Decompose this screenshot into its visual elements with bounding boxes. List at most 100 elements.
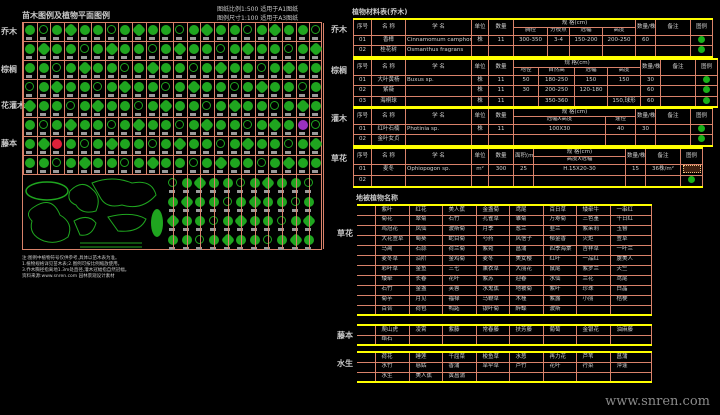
symbol-label <box>285 170 292 173</box>
header-cell: 学 名 <box>405 147 472 165</box>
plant-symbol-grid <box>22 22 324 250</box>
plant-symbol <box>256 44 267 54</box>
symbol-label <box>203 113 210 116</box>
table-cell <box>547 45 570 57</box>
plant-symbol <box>132 22 147 38</box>
plant-name-cell: 月见 <box>408 294 443 306</box>
plant-symbol <box>25 139 35 149</box>
plant-symbol <box>52 63 62 72</box>
table-cell: 香樟 <box>371 34 406 46</box>
table-row: 菊花翠菊石竹孔雀草雏菊万寿菊三色堇千日红 <box>357 214 652 226</box>
plant-symbol <box>309 41 324 57</box>
symbol-label <box>121 132 128 135</box>
plant-symbol <box>295 98 310 114</box>
table-row: 水竹慈姑香蒲旱伞草芦竹花叶荇菜萍蓬 <box>357 361 652 373</box>
table-cell <box>655 123 692 135</box>
plant-symbol <box>38 101 49 111</box>
header-cell: 数量 <box>488 18 514 36</box>
header-cell: 规 格(cm) <box>512 18 637 28</box>
grass-hatch-icon <box>682 164 701 173</box>
table-cell <box>655 45 692 57</box>
plant-symbol <box>202 63 213 73</box>
symbol-label <box>223 247 230 250</box>
table-cell: 150 <box>574 74 608 86</box>
symbol-label <box>80 170 87 173</box>
table-side-label: 乔木 <box>331 25 347 34</box>
plant-name-cell: 郁金香 <box>542 234 577 246</box>
table-cell: 60 <box>640 85 662 97</box>
plant-name-cell: 水生 <box>374 371 410 383</box>
plant-symbol <box>186 79 201 95</box>
table-cell <box>645 175 681 187</box>
table-cell <box>488 45 514 57</box>
symbol-label <box>237 190 244 193</box>
plant-name-cell <box>542 371 577 383</box>
symbol-label <box>189 170 196 173</box>
plant-symbol <box>284 139 294 148</box>
symbol-label <box>121 37 128 40</box>
table-cell <box>635 134 657 146</box>
plant-symbol <box>215 139 225 148</box>
symbol-label <box>298 132 305 135</box>
plant-name-cell: 千日红 <box>609 214 652 226</box>
header-cell: 单位 <box>471 107 489 125</box>
plant-name-cell: 吉祥草 <box>575 244 611 256</box>
plant-symbol <box>202 158 213 168</box>
symbol-label <box>121 170 128 173</box>
subheader-cell: 高度 <box>606 66 642 76</box>
symbol-label <box>148 94 155 97</box>
plant-symbol <box>208 216 218 225</box>
table-cell <box>488 134 514 146</box>
symbol-label <box>250 247 257 250</box>
plant-symbol <box>77 155 92 171</box>
plant-symbol <box>284 120 295 130</box>
symbol-label <box>135 113 142 116</box>
plant-symbol <box>79 82 90 92</box>
symbol-label <box>216 75 223 78</box>
symbol-label <box>216 151 223 154</box>
plant-symbol <box>120 25 131 35</box>
plant-symbol <box>38 158 49 168</box>
plant-symbol <box>297 120 308 130</box>
plant-symbol <box>38 63 49 73</box>
plant-symbol <box>215 120 226 130</box>
symbol-label <box>189 151 196 154</box>
plant-symbol <box>188 139 199 149</box>
plant-symbol <box>79 25 90 35</box>
table-row: 紫叶红花美人蕉金盏菊鸢尾百日草矮牵牛一串红 <box>357 204 652 216</box>
plant-name-cell: 一叶兰 <box>609 244 652 256</box>
plant-name-cell: 鸢尾 <box>609 274 652 286</box>
symbol-label <box>285 151 292 154</box>
plant-name-cell: 马蔺 <box>374 244 410 256</box>
symbol-label <box>230 132 237 135</box>
plant-symbol <box>147 82 158 92</box>
plant-symbol <box>36 136 51 152</box>
header-cell: 图例 <box>690 18 714 36</box>
symbol-label <box>230 170 237 173</box>
table-row: 络石 <box>357 334 652 346</box>
symbol-label <box>209 247 216 250</box>
table-cell: 金叶女贞 <box>371 134 406 146</box>
plant-name-cell <box>575 334 611 346</box>
symbol-label <box>244 94 251 97</box>
plant-symbol <box>161 120 172 130</box>
symbol-label <box>121 113 128 116</box>
symbol-label <box>162 151 169 154</box>
plant-symbol <box>134 139 145 149</box>
plant-symbol <box>243 120 253 129</box>
plant-symbol <box>93 63 104 73</box>
info-line-2: 图例尺寸1:100 适用于A3图纸 <box>217 15 299 22</box>
table-cell <box>357 234 376 246</box>
table-row: 百合荷包鸭跖银叶菊醉蝶波斯 <box>357 304 652 316</box>
table-row: 矮牵长春花叶紫苏迎春水仙兰花鸢尾 <box>357 274 652 286</box>
symbol-label <box>291 247 298 250</box>
plant-name-cell: 荷花 <box>374 351 410 363</box>
side-label-3: 花灌木 <box>1 101 25 110</box>
symbol-label <box>66 75 73 78</box>
plant-symbol <box>311 120 321 129</box>
table-cell: 02 <box>353 175 372 187</box>
symbol-label <box>26 37 32 40</box>
plant-name-cell: 波斯 <box>542 304 577 316</box>
symbol-label <box>250 228 257 231</box>
